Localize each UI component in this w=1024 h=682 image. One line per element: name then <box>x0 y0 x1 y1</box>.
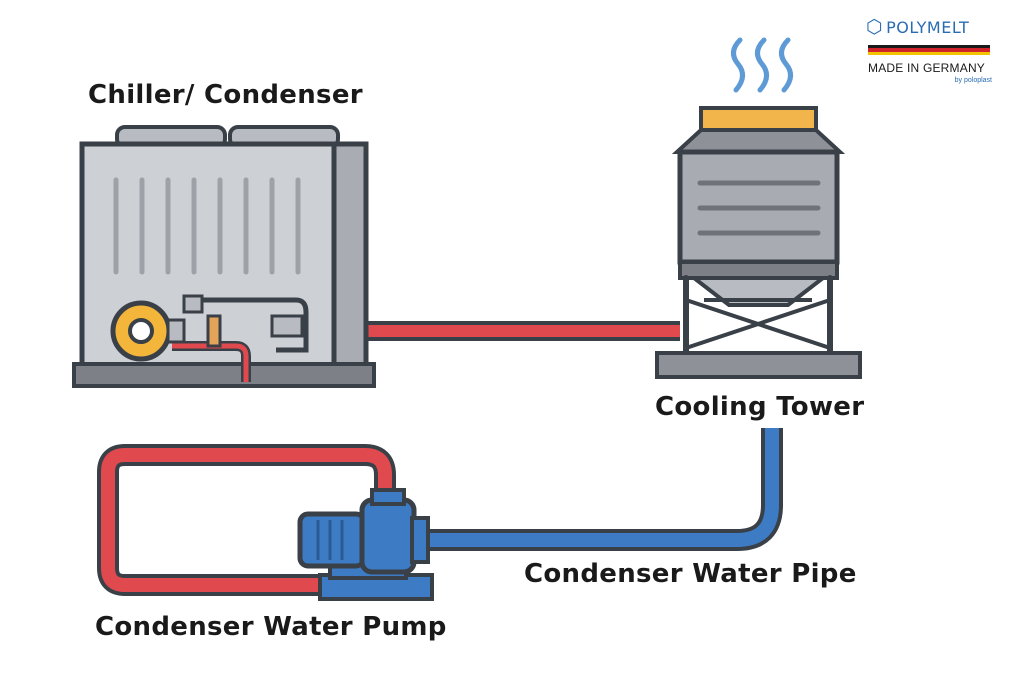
hot-pipe-chiller-to-tower <box>368 321 680 341</box>
chiller-unit <box>72 125 376 388</box>
condenser-water-pipe <box>426 428 783 551</box>
german-flag-icon <box>868 45 990 55</box>
logo-brand-text: POLYMELT <box>886 18 970 37</box>
hexagon-ring-icon: ⬡ <box>866 16 884 38</box>
hot-pipe-pump-loop <box>97 444 396 596</box>
condenser-water-pump-label: Condenser Water Pump <box>95 612 447 642</box>
by-poloplast-text: by poloplast <box>954 77 992 84</box>
cooling-tower-label: Cooling Tower <box>655 392 865 422</box>
condenser-water-pipe-label: Condenser Water Pipe <box>524 559 857 589</box>
condenser-water-pump <box>297 488 434 601</box>
chiller-condenser-label: Chiller/ Condenser <box>88 80 363 110</box>
steam-icon <box>731 37 793 93</box>
pump-motor-fins <box>316 520 344 560</box>
chiller-vents <box>113 177 301 275</box>
polymelt-logo: ⬡ POLYMELT MADE IN GERMANY by poloplast <box>866 18 992 90</box>
made-in-germany-text: MADE IN GERMANY <box>868 61 986 75</box>
tower-bracing <box>685 298 831 350</box>
cooling-tower <box>655 37 862 379</box>
logo-brand: ⬡ POLYMELT <box>866 16 970 38</box>
tower-louvers <box>697 180 821 236</box>
chiller-motor <box>110 300 186 362</box>
chiller-internal-piping <box>172 294 309 382</box>
tower-legs <box>683 275 833 356</box>
